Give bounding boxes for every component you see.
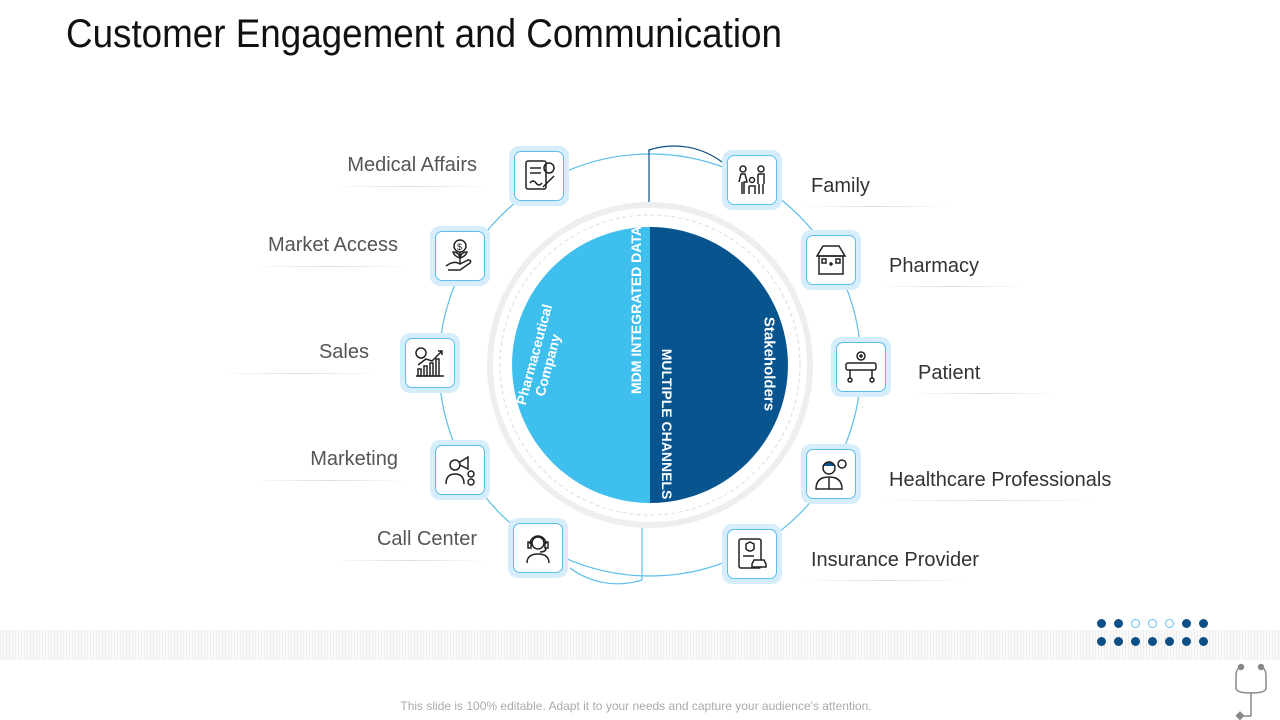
growth-chart-icon bbox=[415, 347, 444, 377]
money-plant-hand-icon: $ bbox=[445, 239, 472, 271]
family-icon-box bbox=[722, 150, 782, 210]
footer-band bbox=[0, 630, 1280, 660]
label-healthcare-professionals: Healthcare Professionals bbox=[889, 469, 1112, 491]
family-icon bbox=[738, 165, 765, 194]
insurance-provider-icon-box bbox=[722, 524, 782, 584]
sales-icon-box bbox=[400, 333, 460, 393]
stakeholder-half bbox=[650, 227, 788, 503]
decorative-dots bbox=[1097, 619, 1208, 646]
megaphone-person-icon bbox=[445, 455, 475, 486]
page-title: Customer Engagement and Communication bbox=[66, 12, 782, 56]
footer-text: This slide is 100% editable. Adapt it to… bbox=[400, 699, 872, 713]
medical-affairs-icon-box bbox=[509, 146, 569, 206]
doctor-icon bbox=[815, 459, 847, 490]
svg-text:$: $ bbox=[457, 242, 462, 252]
hospital-bed-icon bbox=[845, 351, 877, 383]
label-patient: Patient bbox=[918, 362, 981, 384]
label-medical-affairs: Medical Affairs bbox=[347, 154, 477, 176]
pharmacy-icon-box bbox=[801, 230, 861, 290]
stethoscope-icon bbox=[1235, 663, 1267, 720]
pharmacy-building-icon bbox=[815, 245, 847, 275]
pharma-half bbox=[512, 227, 650, 503]
label-sales: Sales bbox=[318, 341, 369, 363]
label-insurance-provider: Insurance Provider bbox=[811, 549, 979, 571]
label-marketing: Marketing bbox=[310, 448, 398, 470]
label-call-center: Call Center bbox=[376, 528, 477, 550]
label-pharmacy: Pharmacy bbox=[889, 255, 980, 277]
healthcare-professionals-icon-box bbox=[801, 444, 861, 504]
label-market-access: Market Access bbox=[267, 234, 398, 256]
document-sign-icon bbox=[525, 160, 555, 190]
call-center-icon-box bbox=[508, 518, 568, 578]
insurance-document-icon bbox=[738, 538, 767, 569]
label-family: Family bbox=[811, 175, 870, 197]
patient-icon-box bbox=[831, 337, 891, 397]
headset-agent-icon bbox=[526, 535, 550, 564]
market-access-icon-box: $ bbox=[430, 226, 490, 286]
marketing-icon-box bbox=[430, 440, 490, 500]
